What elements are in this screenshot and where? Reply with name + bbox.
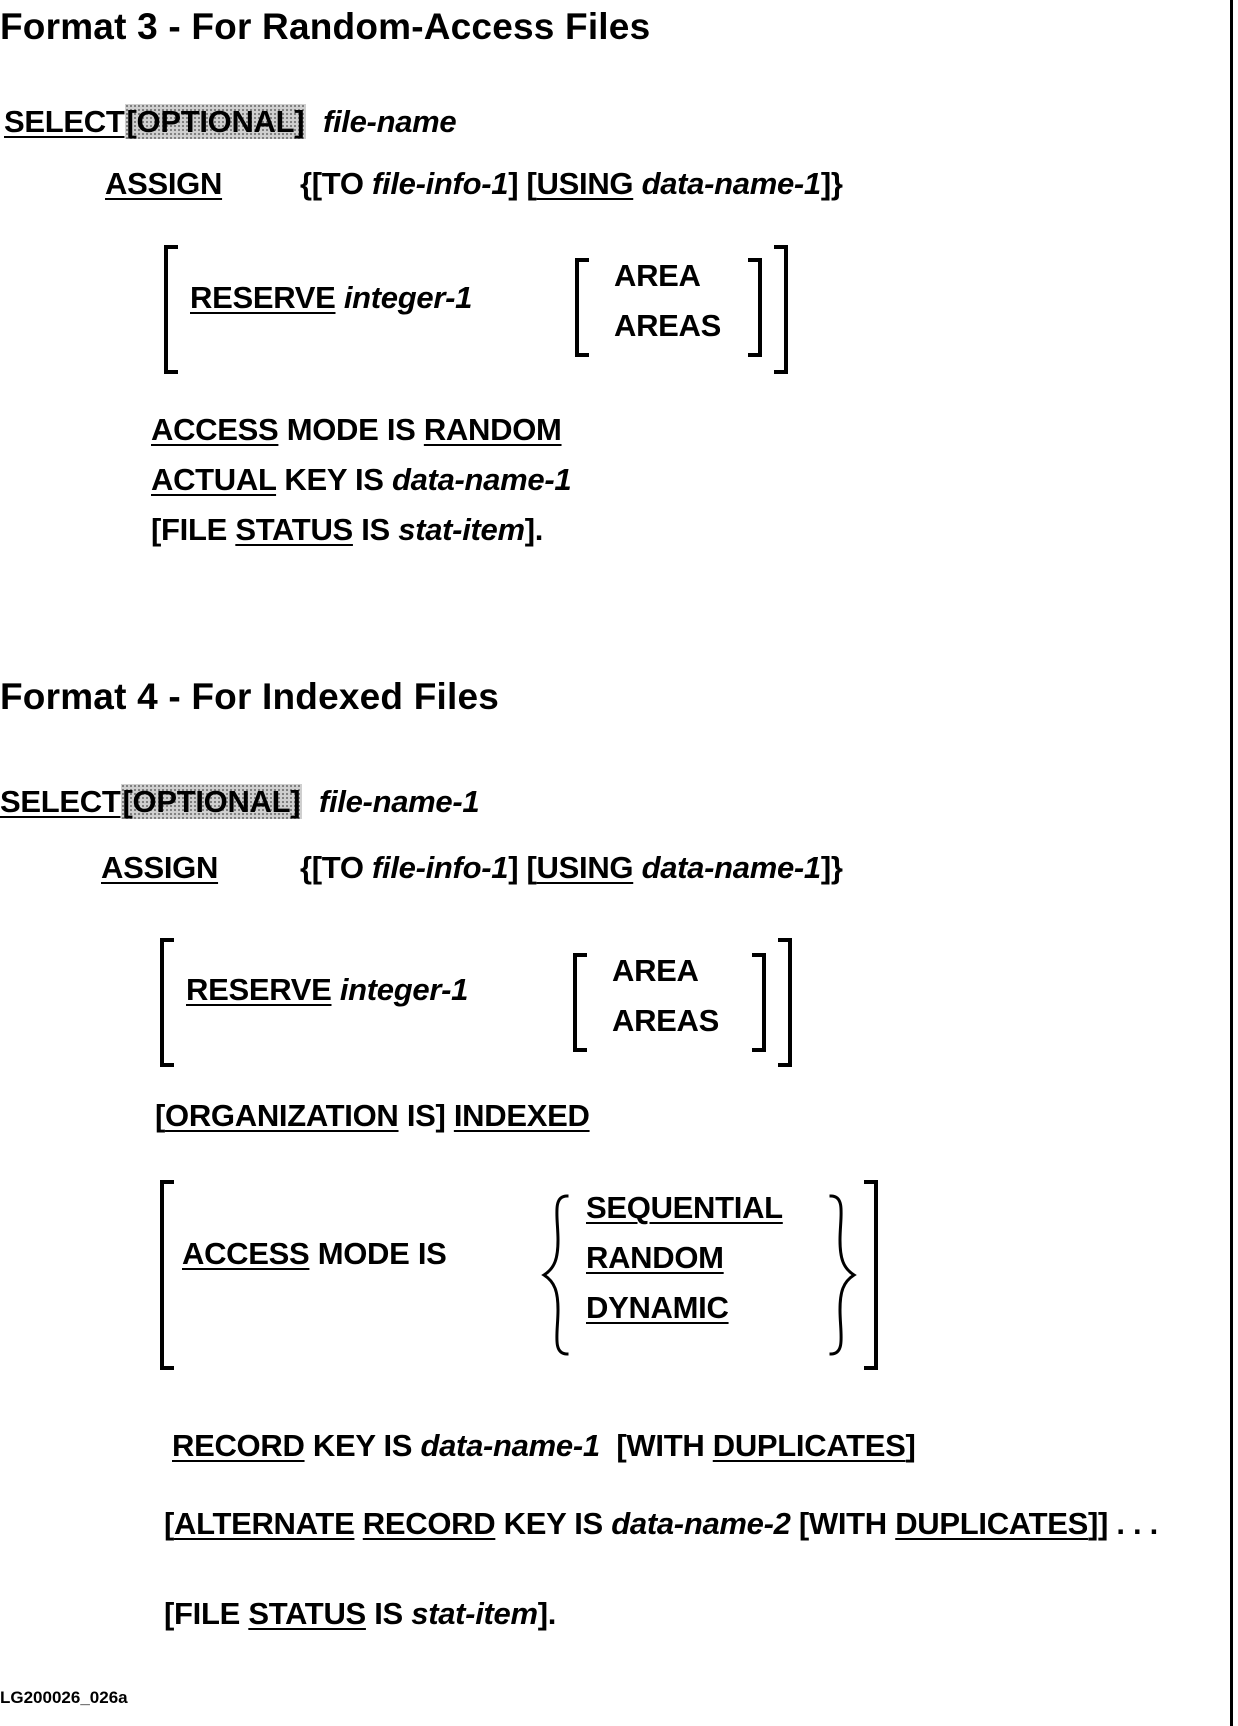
random-keyword: RANDOM <box>423 412 562 447</box>
actual-keyword: ACTUAL <box>151 462 277 497</box>
format3-actual-line: ACTUAL KEY IS data-name-1 <box>151 462 572 498</box>
status-open: [FILE <box>164 1596 249 1631</box>
optional-keyword: [OPTIONAL] <box>124 104 307 139</box>
dynamic-option: DYNAMIC <box>586 1290 729 1325</box>
file-name: file-name <box>322 104 457 139</box>
alt-space <box>354 1506 362 1541</box>
select-keyword: SELECT <box>0 784 121 819</box>
actual-mid: KEY IS <box>276 462 392 497</box>
integer: integer-1 <box>343 280 473 315</box>
reserve-keyword: RESERVE <box>190 280 336 315</box>
status-keyword: STATUS <box>248 1596 366 1631</box>
with-close: ] <box>905 1428 916 1463</box>
file-info: file-info-1 <box>372 850 509 885</box>
alt-open: [ <box>164 1506 175 1541</box>
record-mid: KEY IS <box>304 1428 421 1463</box>
format3-heading: Format 3 - For Random-Access Files <box>0 6 651 47</box>
areas-option: AREAS <box>612 1003 720 1038</box>
area-option: AREA <box>614 258 701 293</box>
assign-mid: ] [ <box>508 166 537 201</box>
alt-close: ]] . . . <box>1087 1506 1158 1541</box>
format3-reserve: RESERVE integer-1 <box>190 280 472 316</box>
figure-caption: LG200026_026a <box>0 1688 128 1707</box>
assign-keyword: ASSIGN <box>101 850 219 885</box>
duplicates-keyword: DUPLICATES <box>712 1428 906 1463</box>
format4-assign-clause: {[TO file-info-1] [USING data-name-1]} <box>300 850 843 886</box>
org-mid: IS] <box>398 1098 454 1133</box>
status-close: ]. <box>524 512 544 547</box>
status-keyword: STATUS <box>235 512 353 547</box>
format3-select-line: SELECT[OPTIONAL] file-name <box>4 104 457 140</box>
format3-assign-clause: {[TO file-info-1] [USING data-name-1]} <box>300 166 843 202</box>
areas-option: AREAS <box>614 308 722 343</box>
record-keyword: RECORD <box>362 1506 496 1541</box>
sequential-option: SEQUENTIAL <box>586 1190 783 1225</box>
format4-alternate-line: [ALTERNATE RECORD KEY IS data-name-2 [WI… <box>164 1506 1158 1542</box>
status-open: [FILE <box>151 512 236 547</box>
format4-heading: Format 4 - For Indexed Files <box>0 676 500 717</box>
status-mid: IS <box>365 1596 412 1631</box>
file-info: file-info-1 <box>372 166 509 201</box>
format4-reserve: RESERVE integer-1 <box>186 972 468 1008</box>
with-open: [WITH <box>599 1428 713 1463</box>
format4-record-line: RECORD KEY IS data-name-1 [WITH DUPLICAT… <box>172 1428 916 1464</box>
organization-keyword: ORGANIZATION <box>165 1098 399 1133</box>
access-keyword: ACCESS <box>151 412 279 447</box>
format4-status-line: [FILE STATUS IS stat-item]. <box>164 1596 556 1632</box>
access-mid: MODE IS <box>278 412 424 447</box>
using-keyword: USING <box>536 166 634 201</box>
area-option: AREA <box>612 953 699 988</box>
assign-close: ]} <box>820 166 843 201</box>
using-keyword: USING <box>536 850 634 885</box>
status-mid: IS <box>352 512 399 547</box>
access-keyword: ACCESS <box>182 1236 310 1271</box>
data-name: data-name-1 <box>641 850 822 885</box>
optional-keyword: [OPTIONAL] <box>120 784 303 819</box>
select-keyword: SELECT <box>4 104 125 139</box>
assign-open: {[TO <box>300 850 372 885</box>
format4-access-line: ACCESS MODE IS <box>182 1236 447 1272</box>
assign-mid: ] [ <box>508 850 537 885</box>
record-keyword: RECORD <box>172 1428 305 1463</box>
access-mid: MODE IS <box>309 1236 447 1271</box>
integer: integer-1 <box>339 972 469 1007</box>
status-close: ]. <box>537 1596 557 1631</box>
alternate-keyword: ALTERNATE <box>174 1506 355 1541</box>
format3-status-line: [FILE STATUS IS stat-item]. <box>151 512 543 548</box>
with-open: [WITH <box>790 1506 896 1541</box>
assign-close: ]} <box>820 850 843 885</box>
org-open: [ <box>155 1098 166 1133</box>
reserve-keyword: RESERVE <box>186 972 332 1007</box>
duplicates-keyword: DUPLICATES <box>895 1506 1088 1541</box>
data-name: data-name-2 <box>611 1506 791 1541</box>
file-name: file-name-1 <box>318 784 480 819</box>
data-name: data-name-1 <box>641 166 822 201</box>
format4-select-line: SELECT[OPTIONAL] file-name-1 <box>0 784 480 820</box>
random-option: RANDOM <box>586 1240 724 1275</box>
stat-item: stat-item <box>398 512 525 547</box>
page-border-right <box>1230 0 1233 1726</box>
assign-keyword: ASSIGN <box>105 166 223 201</box>
data-name: data-name-1 <box>420 1428 600 1463</box>
format4-organization-line: [ORGANIZATION IS] INDEXED <box>155 1098 590 1134</box>
assign-open: {[TO <box>300 166 372 201</box>
format3-access-line: ACCESS MODE IS RANDOM <box>151 412 562 448</box>
stat-item: stat-item <box>411 1596 538 1631</box>
alt-mid: KEY IS <box>495 1506 612 1541</box>
indexed-keyword: INDEXED <box>453 1098 590 1133</box>
data-name: data-name-1 <box>391 462 572 497</box>
